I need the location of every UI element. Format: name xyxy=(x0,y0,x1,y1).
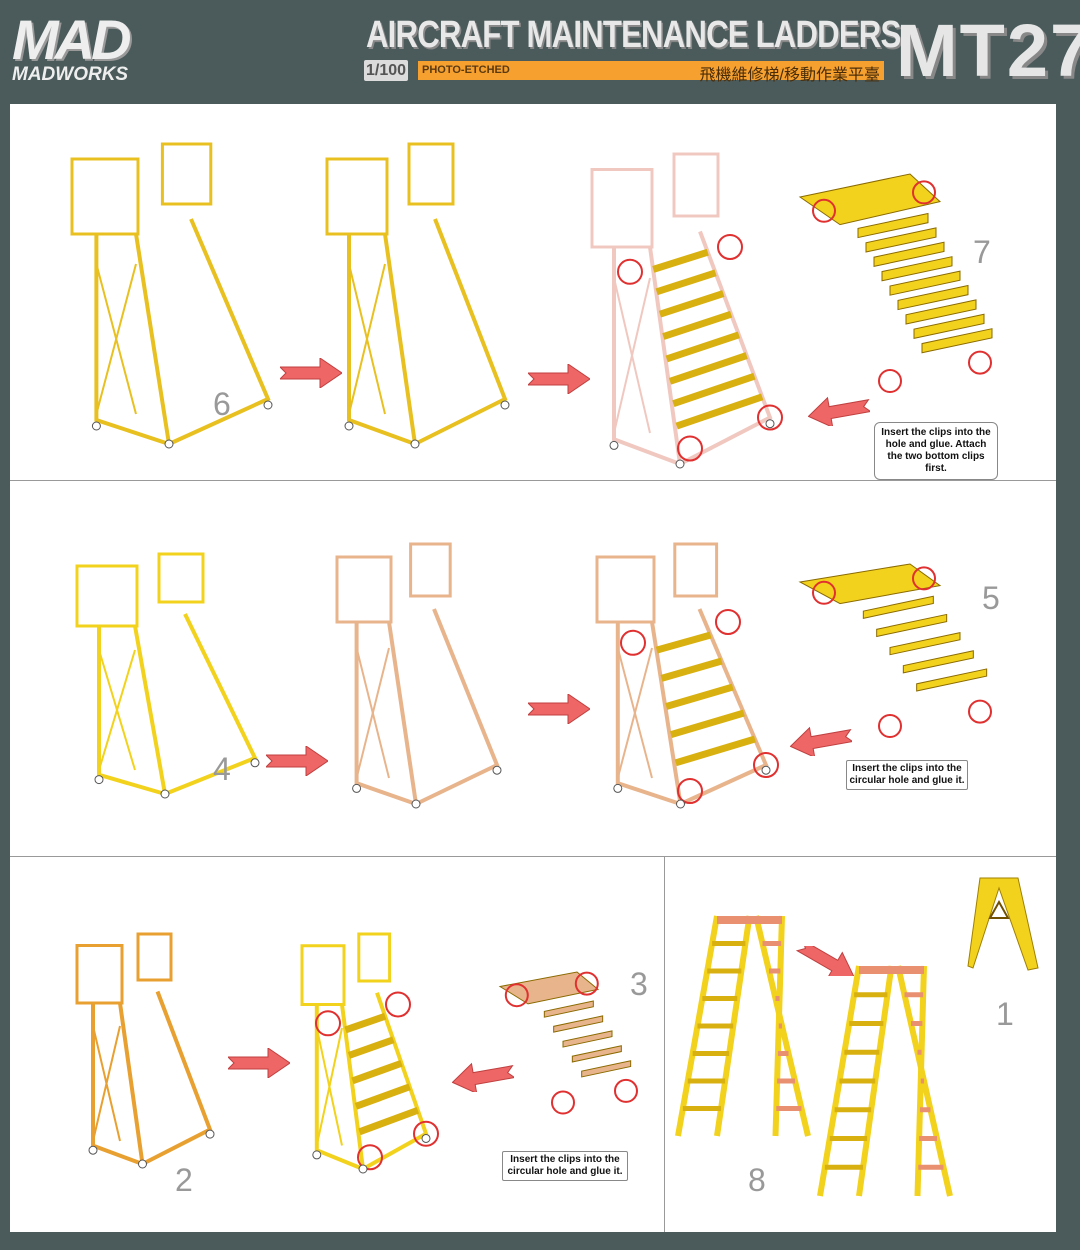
arrow-left-icon xyxy=(452,1062,514,1092)
logo-sub: MADWORKS xyxy=(12,64,129,85)
arrow-left-icon xyxy=(790,726,852,756)
step-number: 4 xyxy=(213,751,231,787)
instruction-note: Insert the clips into the circular hole … xyxy=(502,1151,628,1181)
step-number: 1 xyxy=(996,996,1014,1032)
product-code: MT27 xyxy=(896,9,1080,92)
logo-main: MAD xyxy=(12,8,132,71)
arrow-left-icon xyxy=(808,396,870,426)
step-number: 8 xyxy=(748,1162,766,1198)
step-number: 3 xyxy=(630,966,648,1002)
ladder-figure xyxy=(75,932,215,1169)
ladder-figure xyxy=(335,542,502,809)
page-title: AIRCRAFT MAINTENANCE LADDERS xyxy=(366,14,901,56)
chinese-title: 飛機維修梯/移動作業平臺 xyxy=(699,67,880,84)
ladder-figure xyxy=(325,142,510,449)
arrow-right-icon xyxy=(528,694,590,724)
platform-part xyxy=(798,173,993,393)
step-ladder xyxy=(675,915,811,1137)
ladder-figure xyxy=(590,152,783,469)
divider xyxy=(664,856,665,1232)
ladder-figure xyxy=(75,552,260,799)
divider xyxy=(10,856,1056,857)
arrow-right-icon xyxy=(280,358,342,388)
divider xyxy=(10,480,1056,481)
instruction-note: Insert the clips into the hole and glue.… xyxy=(874,422,998,480)
step-number: 6 xyxy=(213,386,231,422)
scale-badge: 1/100 xyxy=(364,60,408,81)
material-label: PHOTO-ETCHED xyxy=(422,64,510,76)
arrow-right-icon xyxy=(266,746,328,776)
wet-floor-sign xyxy=(967,877,1039,971)
ladder-figure xyxy=(595,542,779,809)
step-number: 7 xyxy=(973,234,991,270)
arrow-right-icon xyxy=(528,364,590,394)
ladder-figure xyxy=(70,142,273,449)
platform-part xyxy=(798,563,992,738)
instruction-sheet: 6 7 Insert the clips into the hole and g… xyxy=(10,104,1056,1232)
instruction-note: Insert the clips into the circular hole … xyxy=(846,760,968,790)
ladder-figure xyxy=(300,932,439,1174)
subtitle-bar: PHOTO-ETCHED 飛機維修梯/移動作業平臺 xyxy=(418,61,884,84)
logo: MAD MADWORKS xyxy=(12,8,132,85)
arrow-diagonal-icon xyxy=(796,946,855,976)
step-number: 5 xyxy=(982,580,1000,616)
step-number: 2 xyxy=(175,1162,193,1198)
platform-part xyxy=(498,971,638,1115)
arrow-right-icon xyxy=(228,1048,290,1078)
step-ladder xyxy=(817,965,953,1197)
